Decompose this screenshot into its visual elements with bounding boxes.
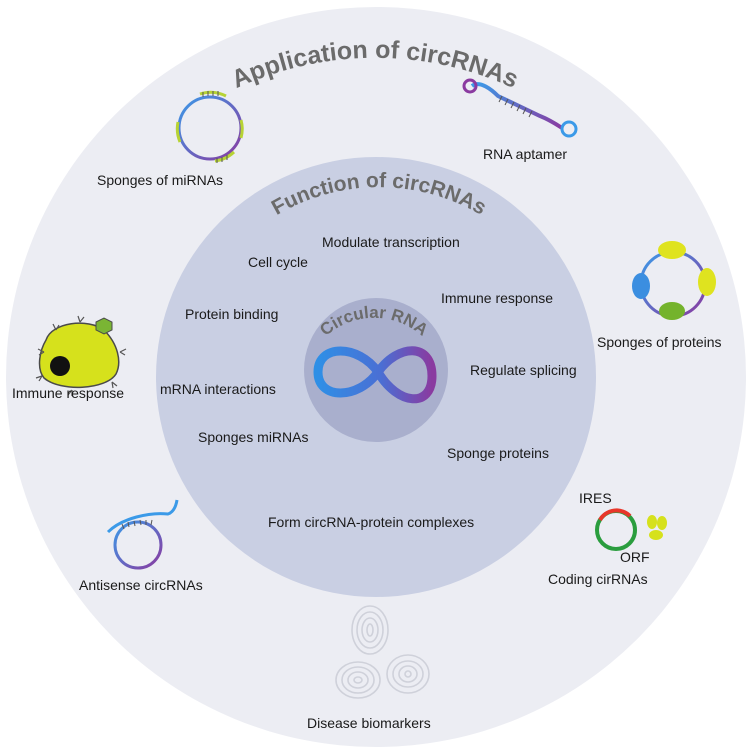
coding-circrna-icon [595, 508, 667, 551]
label-rna-aptamer: RNA aptamer [483, 146, 567, 162]
protein-sponge-icon [632, 241, 716, 320]
label-orf: ORF [620, 549, 650, 565]
mirna-sponge-icon [175, 90, 244, 163]
label-immune-response-application: Immune response [12, 385, 124, 401]
label-cell-cycle: Cell cycle [248, 254, 308, 270]
label-antisense-circrnas: Antisense circRNAs [79, 577, 203, 593]
fingerprint-icon [335, 605, 430, 699]
antisense-circrna-icon [106, 499, 179, 570]
immune-cell-icon [35, 315, 127, 396]
label-sponge-proteins: Sponge proteins [447, 445, 549, 461]
label-modulate-transcription: Modulate transcription [322, 234, 460, 250]
label-coding-cirrnas: Coding cirRNAs [548, 571, 648, 587]
label-ires: IRES [579, 490, 612, 506]
label-sponges-of-mirnas: Sponges of miRNAs [97, 172, 223, 188]
label-regulate-splicing: Regulate splicing [470, 362, 577, 378]
label-form-complexes: Form circRNA-protein complexes [268, 514, 474, 530]
label-sponges-mirnas-function: Sponges miRNAs [198, 429, 309, 445]
label-immune-response-function: Immune response [441, 290, 553, 306]
circular-rna-loop-icon [313, 346, 437, 404]
label-protein-binding: Protein binding [185, 306, 278, 322]
label-sponges-of-proteins: Sponges of proteins [597, 334, 722, 350]
rna-aptamer-icon [462, 78, 578, 138]
label-mrna-interactions: mRNA interactions [160, 381, 276, 397]
label-disease-biomarkers: Disease biomarkers [307, 715, 431, 731]
